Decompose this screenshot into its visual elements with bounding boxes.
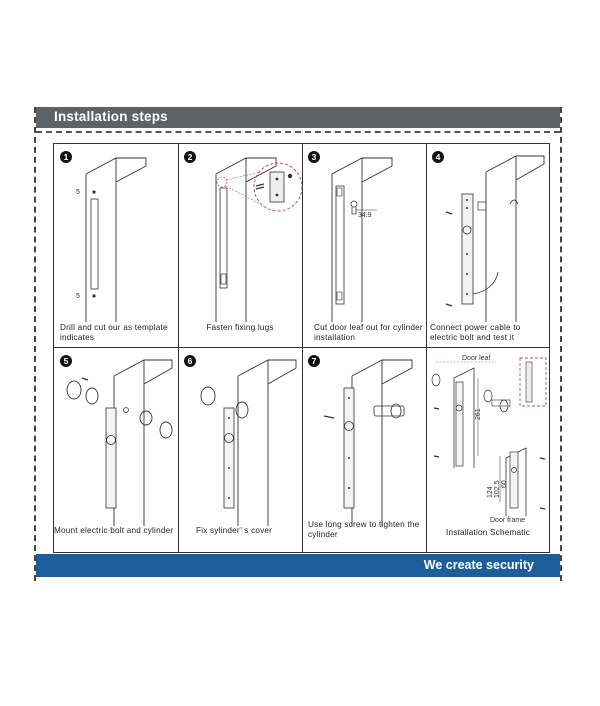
step-4-panel: 4 Connect power cable to electric bolt a… <box>426 144 550 347</box>
step-number: 2 <box>184 151 196 163</box>
step-caption: Cut door leaf out for cylinder installat… <box>314 323 423 342</box>
section-title: Installation steps <box>54 109 168 124</box>
step-3-panel: 3 34.9 Cut door leaf out for cylinder in… <box>302 144 426 347</box>
power-cable-illustration <box>445 155 545 322</box>
dim-label-bottom: 5 <box>76 293 80 300</box>
step-number: 1 <box>60 151 72 163</box>
step-caption: Fasten fixing lugs <box>206 323 274 332</box>
step-number: 6 <box>184 355 196 367</box>
step-caption: Installation Schematic <box>445 528 531 537</box>
installation-sheet: Installation steps 1 5 5 Drill and cut o… <box>34 107 562 581</box>
step-caption: Fix sylinder’ s cover <box>196 526 273 535</box>
step-caption: Use long screw to tighten the cylinder <box>308 520 420 539</box>
step-7-panel: 7 Use long screw to tighten the cylinder <box>302 348 426 551</box>
step-number: 5 <box>60 355 72 367</box>
mount-bolt-cylinder-illustration <box>66 359 173 526</box>
label-door-frame: Door frame <box>490 517 525 524</box>
step-caption: Drill and cut our as template indicates <box>60 323 168 342</box>
step-caption: Connect power cable to electric bolt and… <box>430 323 521 342</box>
grid-col-divider <box>302 144 303 552</box>
grid-row-divider <box>54 347 549 348</box>
step-number: 4 <box>432 151 444 163</box>
step-number: 3 <box>308 151 320 163</box>
label-door-leaf: Door leaf <box>462 355 490 362</box>
cylinder-cutout-illustration: 34.9 <box>331 157 393 322</box>
dim-label-261: 261 <box>475 408 482 420</box>
dim-label-top: 5 <box>76 189 80 196</box>
fixing-lugs-illustration <box>215 157 302 322</box>
header-bar: Installation steps <box>36 107 560 128</box>
grid-col-divider <box>426 144 427 552</box>
schematic-panel: Door leaf 261 124 102.5 60 <box>426 348 550 551</box>
door-edge-template-illustration: 5 5 <box>76 157 147 322</box>
step-number: 7 <box>308 355 320 367</box>
dim-label-124: 124 <box>487 486 494 498</box>
header-divider <box>36 131 560 133</box>
installation-schematic-illustration: Door leaf 261 124 102.5 60 <box>431 355 547 524</box>
dim-label-cutout: 34.9 <box>358 212 372 219</box>
footer-bar: We create security <box>36 554 560 577</box>
step-1-panel: 1 5 5 Drill and cut our as template indi… <box>54 144 178 347</box>
step-6-panel: 6 Fix sylinder’ s cover <box>178 348 302 551</box>
dim-label-60: 60 <box>501 480 508 488</box>
footer-tagline: We create security <box>423 558 534 572</box>
step-caption: Mount electric bolt and cylinder <box>54 526 174 535</box>
dim-label-102-5: 102.5 <box>494 480 501 498</box>
cylinder-cover-illustration <box>200 359 297 526</box>
grid-col-divider <box>178 144 179 552</box>
step-2-panel: 2 Fasten fixing lugs <box>178 144 302 347</box>
steps-grid: 1 5 5 Drill and cut our as template indi… <box>53 143 550 553</box>
step-5-panel: 5 Mount electric bolt and cylinder <box>54 348 178 551</box>
long-screw-illustration <box>323 359 413 526</box>
